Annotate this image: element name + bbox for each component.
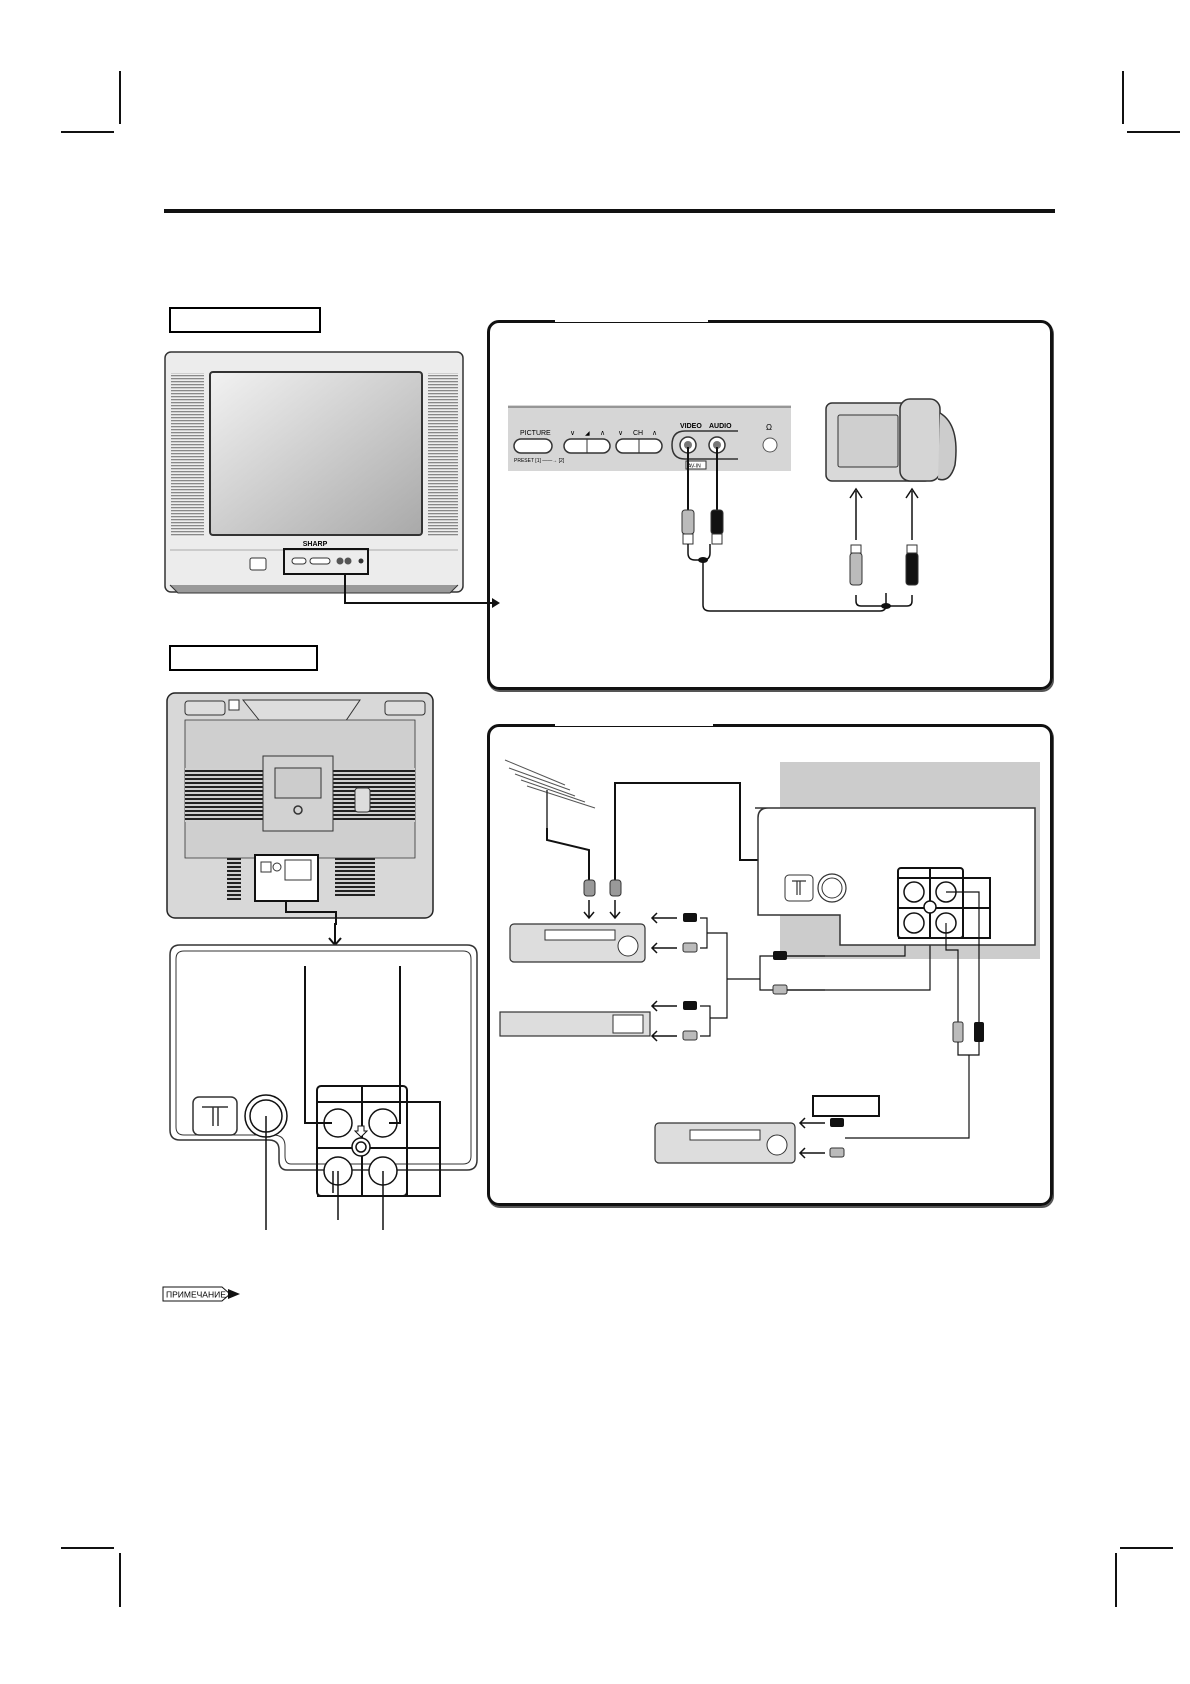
svg-text:◢: ◢ bbox=[585, 431, 590, 437]
crop-mark-tr-v bbox=[1122, 71, 1124, 124]
audio-plug-black bbox=[710, 509, 724, 535]
crop-mark-bl-v bbox=[119, 1553, 121, 1607]
vcr-dvd-diagram bbox=[499, 759, 1040, 1164]
tv-front-control-panel bbox=[508, 405, 791, 471]
vcr-2-icon bbox=[654, 1122, 796, 1164]
vcr-1-icon bbox=[509, 923, 646, 963]
tv-screen bbox=[209, 371, 423, 536]
picture-button bbox=[513, 438, 553, 454]
tv-rear-illustration bbox=[166, 692, 434, 925]
antenna-icon bbox=[504, 759, 596, 828]
camcorder-diagram: PICTURE PRESET [1] ——→ [2] ∨ ◢ ∧ ∨ CH ∧ VIDE… bbox=[508, 398, 957, 612]
vcr-label-box bbox=[812, 1095, 880, 1117]
crop-mark-br-v bbox=[1115, 1553, 1117, 1607]
camcorder-connection-panel bbox=[487, 320, 1053, 690]
picture-label: PICTURE bbox=[520, 430, 551, 437]
note-badge-text: ПРИМЕЧАНИЕ bbox=[166, 1290, 226, 1300]
camcorder-icon bbox=[825, 398, 957, 482]
crop-mark-br-h bbox=[1120, 1547, 1173, 1549]
camcorder-panel-title bbox=[555, 316, 708, 322]
audio-jack-label: AUDIO bbox=[709, 423, 732, 430]
svg-text:∨: ∨ bbox=[618, 430, 623, 437]
crop-mark-tl-v bbox=[119, 71, 121, 124]
video-plug-gray bbox=[681, 509, 695, 535]
tv-front-illustration: SHARP bbox=[164, 351, 500, 608]
crop-mark-tl-h bbox=[61, 131, 114, 133]
brand-logo: SHARP bbox=[303, 541, 328, 548]
front-panel-highlight bbox=[283, 548, 369, 575]
svg-text:∧: ∧ bbox=[600, 430, 605, 437]
vcr-panel-title bbox=[555, 720, 713, 726]
dvd-player-icon bbox=[499, 1011, 651, 1037]
left-speaker-grill bbox=[171, 373, 204, 537]
crop-mark-tr-h bbox=[1127, 131, 1180, 133]
front-view-label bbox=[169, 307, 321, 333]
rear-view-label bbox=[169, 645, 318, 671]
svg-text:CH: CH bbox=[633, 430, 643, 437]
note-badge: ПРИМЕЧАНИЕ bbox=[162, 1286, 242, 1307]
vcr-connection-panel bbox=[487, 724, 1053, 1206]
svg-text:∨: ∨ bbox=[570, 430, 575, 437]
right-speaker-grill bbox=[428, 373, 458, 537]
svg-text:∧: ∧ bbox=[652, 430, 657, 437]
rear-jack-enlarged bbox=[169, 923, 478, 1230]
power-button bbox=[249, 557, 267, 571]
preset-label: PRESET [1] ——→ [2] bbox=[514, 458, 565, 464]
callout-line-front bbox=[344, 574, 492, 604]
header-rule bbox=[164, 209, 1055, 213]
headphone-jack bbox=[762, 437, 778, 453]
crop-mark-bl-h bbox=[61, 1547, 114, 1549]
video-jack-label: VIDEO bbox=[680, 423, 702, 430]
av-in-label: AV-IN bbox=[688, 464, 701, 470]
headphone-icon: Ω bbox=[766, 423, 772, 432]
